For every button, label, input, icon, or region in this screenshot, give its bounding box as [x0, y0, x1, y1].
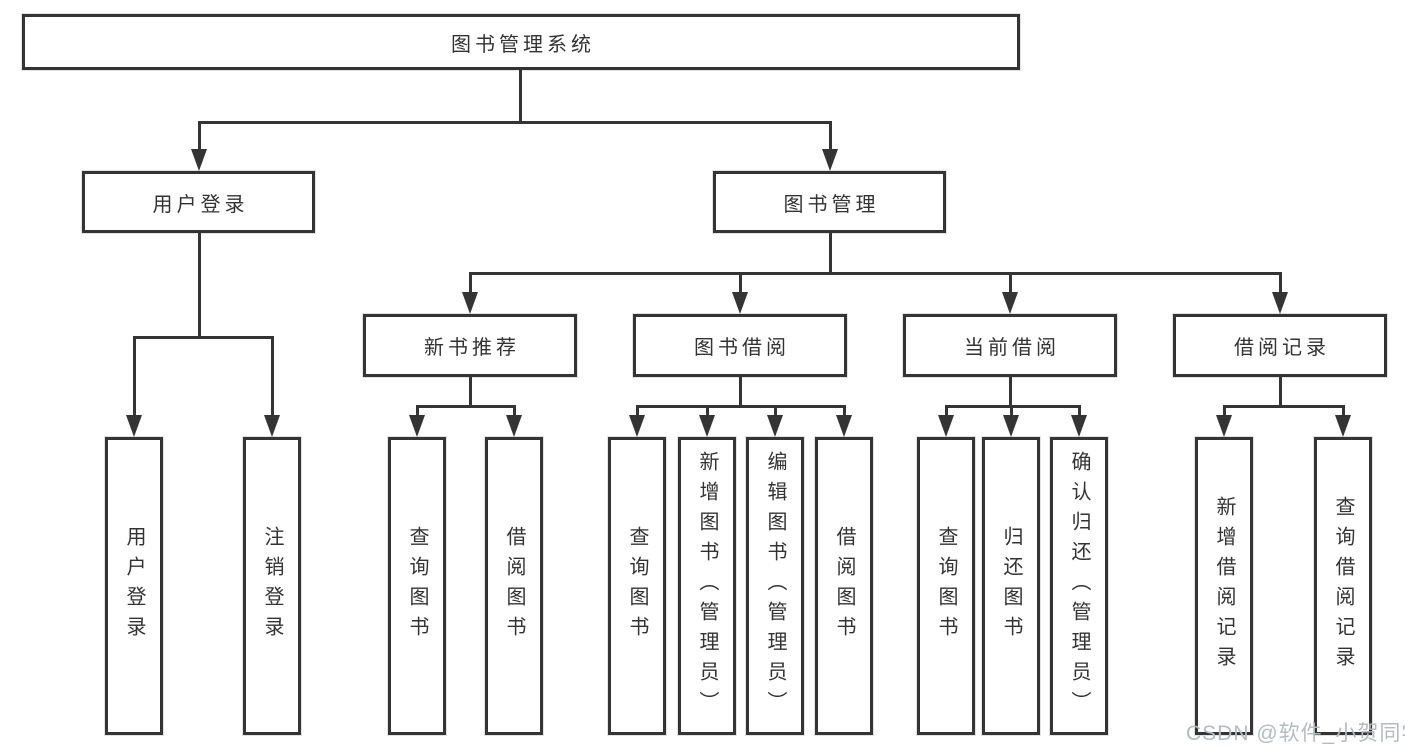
node-current-borrow-label: 当前借阅 — [964, 337, 1060, 359]
connector-line — [843, 405, 846, 419]
connector-line — [1223, 405, 1226, 419]
arrowhead-icon — [629, 415, 645, 437]
arrowhead-icon — [1071, 415, 1087, 437]
arrowhead-icon — [191, 149, 207, 171]
arrowhead-icon — [1003, 415, 1019, 437]
connector-line — [198, 121, 832, 124]
arrowhead-icon — [506, 415, 522, 437]
node-borrow-record: 借阅记录 — [1173, 314, 1387, 377]
connector-line — [829, 233, 832, 274]
leaf-bb-query-book: 查询图书 — [608, 437, 666, 735]
leaf-nbr-query-book-label: 查询图书 — [406, 526, 428, 646]
leaf-user-login-label: 用户登录 — [123, 526, 145, 646]
connector-line — [133, 336, 136, 417]
connector-line — [198, 233, 201, 338]
leaf-logout-label: 注销登录 — [261, 526, 283, 646]
connector-line — [469, 377, 472, 407]
leaf-cb-return-book: 归还图书 — [982, 437, 1040, 735]
arrowhead-icon — [699, 415, 715, 437]
leaf-bb-edit-book-admin: 编辑图书（管理员） — [746, 437, 804, 735]
leaf-bb-edit-book-admin-label: 编辑图书（管理员） — [764, 451, 786, 721]
node-current-borrow: 当前借阅 — [903, 314, 1117, 377]
connector-line — [133, 336, 274, 339]
connector-line — [469, 272, 472, 296]
leaf-cb-query-book: 查询图书 — [917, 437, 975, 735]
node-book-borrow-label: 图书借阅 — [694, 337, 790, 359]
arrowhead-icon — [264, 415, 280, 437]
leaf-cb-confirm-return-admin-label: 确认归还（管理员） — [1068, 451, 1090, 721]
connector-line — [739, 377, 742, 407]
node-new-book-recommend: 新书推荐 — [363, 314, 577, 377]
leaf-cb-return-book-label: 归还图书 — [1000, 526, 1022, 646]
leaf-br-add-record-label: 新增借阅记录 — [1213, 496, 1235, 676]
arrowhead-icon — [836, 415, 852, 437]
connector-line — [416, 405, 516, 408]
connector-line — [1010, 405, 1013, 419]
connector-line — [945, 405, 1081, 408]
watermark: CSDN @软件_小贺同学 — [1186, 722, 1405, 745]
leaf-logout: 注销登录 — [243, 437, 301, 735]
node-user-login-label: 用户登录 — [152, 193, 249, 216]
arrowhead-icon — [1002, 292, 1018, 314]
connector-line — [1009, 377, 1012, 407]
connector-line — [1009, 272, 1012, 296]
node-user-login: 用户登录 — [82, 171, 315, 233]
leaf-bb-borrow-book: 借阅图书 — [815, 437, 873, 735]
arrowhead-icon — [767, 415, 783, 437]
leaf-bb-query-book-label: 查询图书 — [626, 526, 648, 646]
leaf-cb-query-book-label: 查询图书 — [935, 526, 957, 646]
connector-line — [513, 405, 516, 419]
connector-line — [774, 405, 777, 419]
connector-line — [469, 272, 1282, 275]
arrowhead-icon — [409, 415, 425, 437]
connector-line — [706, 405, 709, 419]
arrowhead-icon — [1335, 415, 1351, 437]
node-root-label: 图书管理系统 — [451, 33, 595, 56]
leaf-user-login: 用户登录 — [105, 437, 163, 735]
arrowhead-icon — [1272, 292, 1288, 314]
arrowhead-icon — [126, 415, 142, 437]
connector-line — [636, 405, 639, 419]
leaf-nbr-borrow-book-label: 借阅图书 — [503, 526, 525, 646]
connector-line — [636, 405, 846, 408]
connector-line — [739, 272, 742, 296]
leaf-bb-borrow-book-label: 借阅图书 — [833, 526, 855, 646]
arrowhead-icon — [938, 415, 954, 437]
arrowhead-icon — [462, 292, 478, 314]
connector-line — [1279, 272, 1282, 296]
node-book-management: 图书管理 — [713, 171, 946, 233]
connector-line — [416, 405, 419, 419]
leaf-cb-confirm-return-admin: 确认归还（管理员） — [1050, 437, 1108, 735]
connector-line — [1223, 405, 1345, 408]
leaf-br-query-record-label: 查询借阅记录 — [1332, 496, 1354, 676]
node-book-borrow: 图书借阅 — [633, 314, 847, 377]
node-borrow-record-label: 借阅记录 — [1234, 337, 1330, 359]
leaf-br-add-record: 新增借阅记录 — [1195, 437, 1253, 735]
connector-line — [271, 336, 274, 417]
connector-line — [945, 405, 948, 419]
connector-line — [1342, 405, 1345, 419]
arrowhead-icon — [1216, 415, 1232, 437]
connector-line — [1078, 405, 1081, 419]
node-book-management-label: 图书管理 — [783, 193, 880, 216]
connector-line — [1279, 377, 1282, 407]
leaf-br-query-record: 查询借阅记录 — [1314, 437, 1372, 735]
node-root: 图书管理系统 — [22, 14, 1020, 70]
leaf-nbr-borrow-book: 借阅图书 — [485, 437, 543, 735]
connector-line — [519, 70, 522, 123]
leaf-bb-add-book-admin: 新增图书（管理员） — [678, 437, 736, 735]
leaf-bb-add-book-admin-label: 新增图书（管理员） — [696, 451, 718, 721]
connector-line — [198, 121, 201, 153]
node-new-book-recommend-label: 新书推荐 — [424, 337, 520, 359]
connector-line — [829, 121, 832, 153]
arrowhead-icon — [732, 292, 748, 314]
arrowhead-icon — [822, 149, 838, 171]
leaf-nbr-query-book: 查询图书 — [388, 437, 446, 735]
